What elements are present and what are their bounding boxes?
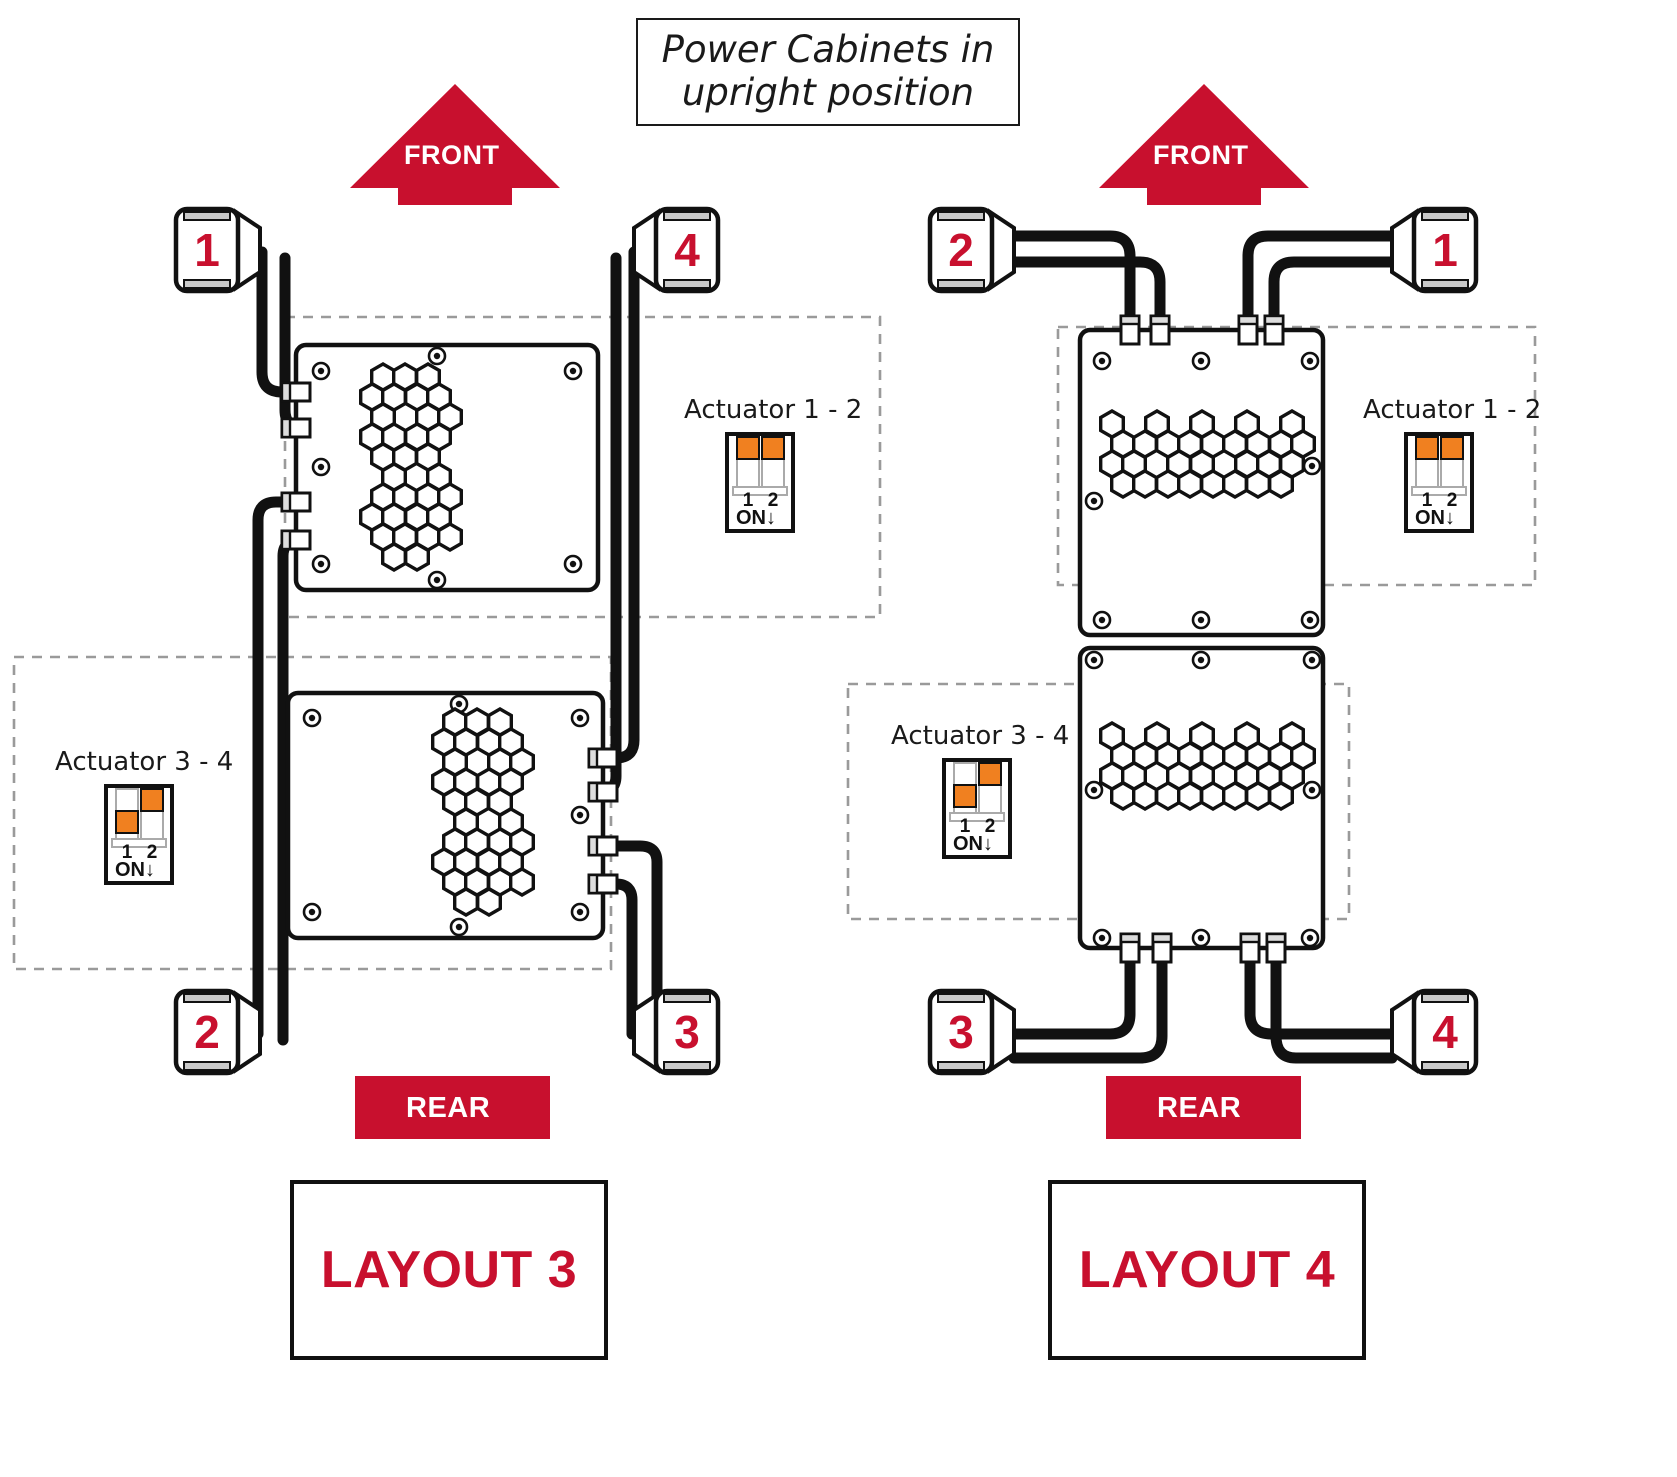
dip-on-label-a3-4-l4: ON↓ xyxy=(953,833,993,856)
dip-on-arrow-a1-2-l3: ↓ xyxy=(766,507,776,529)
layout-name-4: LAYOUT 4 xyxy=(1078,1241,1336,1299)
dip-on-text-a1-2-l3: ON xyxy=(736,507,766,529)
actuator-label-1-2-layout-4: Actuator 1 - 2 xyxy=(1363,395,1542,425)
title-line-2: upright position xyxy=(681,71,975,114)
connector-4-layout-4[interactable] xyxy=(1390,988,1479,1076)
front-label-layout-4: FRONT xyxy=(1153,140,1249,170)
dip-on-arrow-a3-4-l4: ↓ xyxy=(983,833,993,855)
dip-switch-actuator-1-2-layout-4[interactable] xyxy=(1404,432,1474,533)
connector-4-layout-3[interactable] xyxy=(632,206,721,294)
layout-name-3: LAYOUT 3 xyxy=(320,1241,578,1299)
connector-2-layout-4[interactable] xyxy=(927,206,1016,294)
dip-position-2-label-a3-4-l3: 2 xyxy=(146,842,158,863)
rear-bar-layout-4 xyxy=(1106,1076,1301,1139)
connector-label-4-layout-3: 4 xyxy=(674,224,700,276)
connector-1-layout-3[interactable] xyxy=(173,206,262,294)
connector-label-2-layout-3: 2 xyxy=(194,1006,220,1058)
connector-1-layout-4[interactable] xyxy=(1390,206,1479,294)
rear-label-layout-4: REAR xyxy=(1157,1092,1242,1124)
dip-position-1-label-a1-2-l4: 1 xyxy=(1421,490,1433,511)
vent-honeycomb-upper-layout-3 xyxy=(359,362,463,572)
connector-3-layout-4[interactable] xyxy=(927,988,1016,1076)
dip-on-text-a3-4-l3: ON xyxy=(115,859,145,881)
dip-on-arrow-a3-4-l3: ↓ xyxy=(145,859,155,881)
dip-position-1-label-a3-4-l3: 1 xyxy=(121,842,133,863)
title-line-1: Power Cabinets in xyxy=(661,28,995,72)
dip-position-2-label-a1-2-l3: 2 xyxy=(767,490,779,511)
power-cabinet-lower-layout-3 xyxy=(285,690,619,941)
actuator-label-1-2-layout-3: Actuator 1 - 2 xyxy=(684,395,863,425)
rear-label-layout-3: REAR xyxy=(406,1092,491,1124)
connector-label-4-layout-4: 4 xyxy=(1432,1006,1458,1058)
front-arrow-layout-3 xyxy=(350,84,560,205)
connector-label-1-layout-3: 1 xyxy=(194,224,220,276)
dip-position-1-label-a1-2-l3: 1 xyxy=(742,490,754,511)
dip-position-2-label-a1-2-l4: 2 xyxy=(1446,490,1458,511)
dip-position-1-label-a3-4-l4: 1 xyxy=(959,816,971,837)
front-arrow-layout-4 xyxy=(1099,84,1309,205)
dip-switch-actuator-3-4-layout-4[interactable] xyxy=(942,758,1012,859)
diagram-title-box: Power Cabinets in upright position xyxy=(636,18,1020,126)
dip-switch-actuator-3-4-layout-3[interactable] xyxy=(104,784,174,885)
connector-label-3-layout-4: 3 xyxy=(948,1006,974,1058)
dip-on-label-a1-2-l3: ON↓ xyxy=(736,507,776,530)
rear-bar-layout-3 xyxy=(355,1076,550,1139)
front-label-layout-3: FRONT xyxy=(404,140,500,170)
actuator-group-3-4-boundary-layout-4 xyxy=(846,682,1351,921)
actuator-group-3-4-boundary-layout-3 xyxy=(12,655,613,971)
connector-3-layout-3[interactable] xyxy=(632,988,721,1076)
power-cabinet-lower-layout-4 xyxy=(1077,645,1326,964)
actuator-group-1-2-boundary-layout-3 xyxy=(283,315,882,619)
dip-on-text-a3-4-l4: ON xyxy=(953,833,983,855)
vent-honeycomb-lower-layout-3 xyxy=(431,707,535,917)
power-cabinet-upper-layout-3 xyxy=(280,342,601,593)
connector-label-1-layout-4: 1 xyxy=(1432,224,1458,276)
dip-on-text-a1-2-l4: ON xyxy=(1415,507,1445,529)
cable-bundle-layout-4 xyxy=(1008,230,1398,1064)
dip-switch-actuator-1-2-layout-3[interactable] xyxy=(725,432,795,533)
power-cabinet-upper-layout-4 xyxy=(1077,314,1326,638)
connector-2-layout-3[interactable] xyxy=(173,988,262,1076)
dip-on-arrow-a1-2-l4: ↓ xyxy=(1445,507,1455,529)
actuator-label-3-4-layout-3: Actuator 3 - 4 xyxy=(55,747,234,777)
dip-on-label-a3-4-l3: ON↓ xyxy=(115,859,155,882)
dip-on-label-a1-2-l4: ON↓ xyxy=(1415,507,1455,530)
diagram-title: Power Cabinets in upright position xyxy=(661,28,995,115)
layout-name-box-3: LAYOUT 3 xyxy=(290,1180,608,1360)
layout-name-box-4: LAYOUT 4 xyxy=(1048,1180,1366,1360)
dip-position-2-label-a3-4-l4: 2 xyxy=(984,816,996,837)
actuator-label-3-4-layout-4: Actuator 3 - 4 xyxy=(891,721,1070,751)
connector-label-3-layout-3: 3 xyxy=(674,1006,700,1058)
connector-label-2-layout-4: 2 xyxy=(948,224,974,276)
